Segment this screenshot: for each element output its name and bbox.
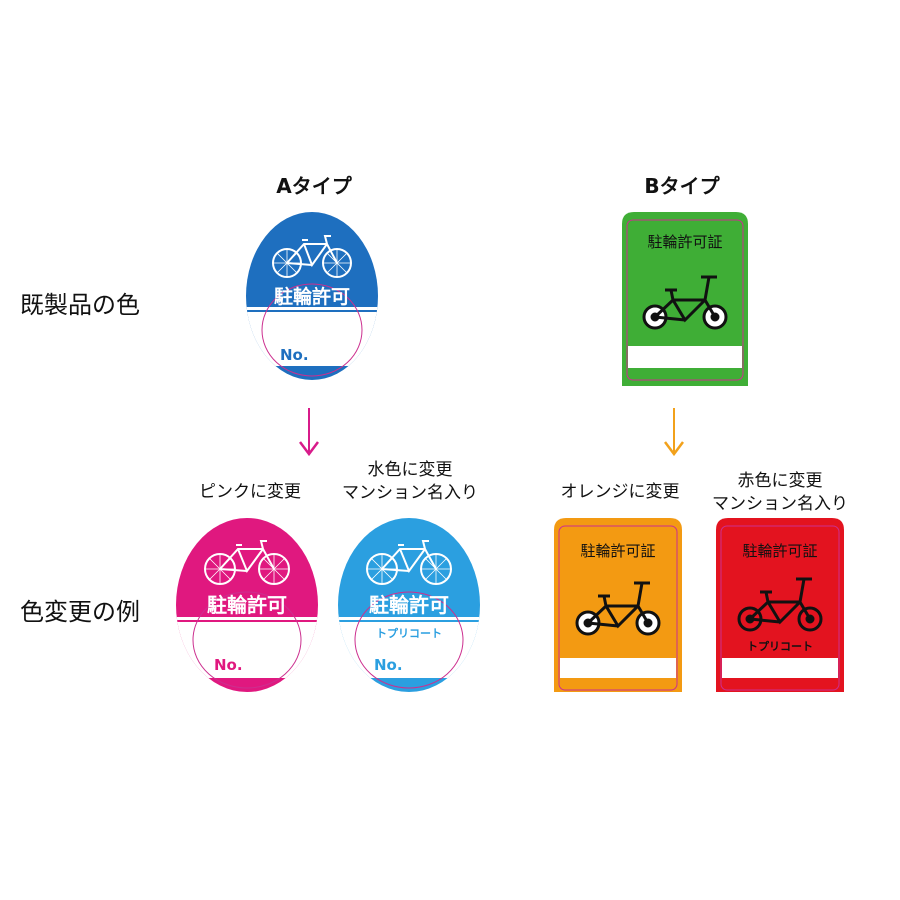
caption-pink: ピンクに変更 [199,482,301,502]
bicycle-icon [272,235,352,278]
caption-aqua-line1: 水色に変更 [367,460,453,480]
arrow-down-icon [299,408,319,457]
building-name-label: トプリコート [376,626,442,640]
b-header-label: 駐輪許可証 [580,542,655,560]
number-label: No. [280,346,309,364]
sticker-b-red: 駐輪許可証 トプリコート [716,518,844,692]
sticker-a-aqua: 駐輪許可 トプリコート No. [338,518,480,692]
type-b-title: Bタイプ [644,174,720,198]
number-label: No. [214,656,243,674]
number-label: No. [374,656,403,674]
bicycle-icon [204,540,290,585]
folding-bike-icon [737,577,823,632]
a-band-label: 駐輪許可 [207,593,287,617]
a-band-label: 駐輪許可 [274,285,350,308]
caption-red-line2: マンション名入り [712,494,848,514]
sticker-a-pink: 駐輪許可 No. [176,518,318,692]
caption-red-line1: 赤色に変更 [737,471,823,491]
caption-orange: オレンジに変更 [560,482,680,502]
caption-aqua-line2: マンション名入り [342,483,478,503]
type-a-title: Aタイプ [276,174,352,198]
sticker-b-green: 駐輪許可証 [622,212,748,386]
row-label-example: 色変更の例 [20,598,140,626]
building-name-label: トプリコート [747,639,813,653]
folding-bike-icon [575,581,661,636]
b-header-label: 駐輪許可証 [647,233,722,251]
arrow-down-icon [664,408,684,457]
bicycle-icon [366,540,452,585]
folding-bike-icon [642,275,728,330]
sticker-b-orange: 駐輪許可証 [554,518,682,692]
b-header-label: 駐輪許可証 [742,542,817,560]
a-band-label: 駐輪許可 [369,593,449,617]
sticker-a-blue: 駐輪許可 No. [246,212,378,380]
row-label-existing: 既製品の色 [20,291,140,319]
